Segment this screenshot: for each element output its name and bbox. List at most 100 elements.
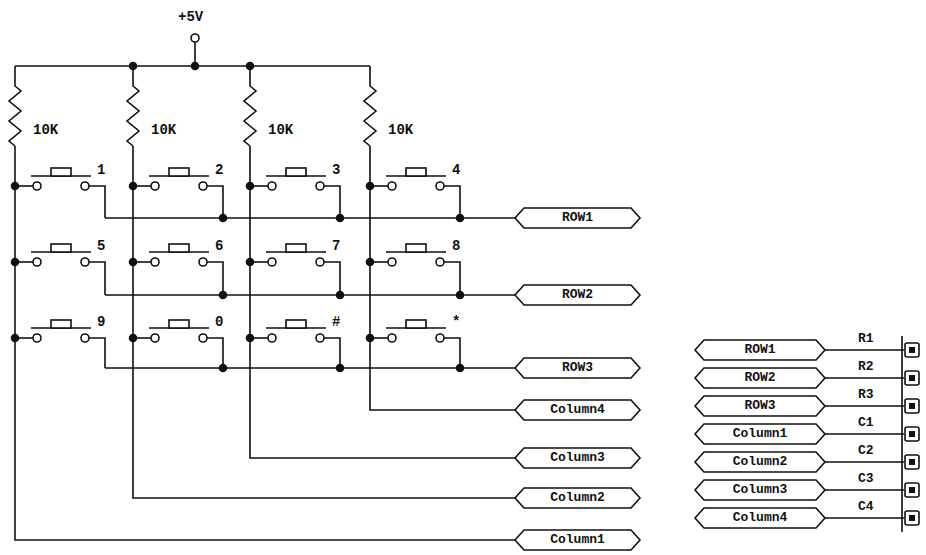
column-wire: [250, 146, 515, 458]
signal-tag: Column3: [515, 448, 640, 468]
button-contact: [151, 258, 159, 266]
signal-tag: ROW1: [695, 340, 825, 360]
row-drop: [89, 338, 105, 368]
header-pin-core: [909, 459, 915, 465]
resistor-value: 10K: [268, 122, 293, 138]
header-pin-core: [909, 487, 915, 493]
header-pin-core: [909, 403, 915, 409]
header-pin: [905, 483, 919, 497]
button-cap: [169, 244, 189, 252]
button-lead: [370, 261, 388, 263]
row-wire: [105, 367, 515, 369]
signal-tag: ROW2: [695, 368, 825, 388]
button-contact: [388, 182, 396, 190]
button-contact: [151, 334, 159, 342]
key-label: 5: [97, 238, 105, 254]
signal-name: ROW3: [515, 358, 640, 378]
key-label: #: [332, 314, 340, 330]
signal-tag: Column3: [695, 480, 825, 500]
signal-name: Column3: [695, 480, 825, 500]
pin-name: C1: [858, 415, 874, 431]
button-cap: [51, 244, 71, 252]
button-cap: [51, 168, 71, 176]
pin-name: R1: [858, 331, 874, 347]
key-label: 2: [215, 162, 223, 178]
button-contact: [33, 334, 41, 342]
button-contact: [316, 182, 324, 190]
signal-tag: ROW3: [515, 358, 640, 378]
header-pin: [905, 399, 919, 413]
button-contact: [199, 182, 207, 190]
signal-name: Column4: [695, 508, 825, 528]
key-label: 1: [97, 162, 105, 178]
button-lead: [250, 185, 268, 187]
button-contact: [199, 258, 207, 266]
button-contact: [81, 334, 89, 342]
header-pin: [905, 455, 919, 469]
signal-name: Column1: [515, 530, 640, 550]
button-contact: [316, 258, 324, 266]
button-lead: [15, 185, 33, 187]
pin-name: R2: [858, 359, 874, 375]
signal-name: Column2: [695, 452, 825, 472]
header-pin: [905, 511, 919, 525]
signal-tag: Column1: [515, 530, 640, 550]
header-pin: [905, 371, 919, 385]
key-label: 9: [97, 314, 105, 330]
key-label: 0: [215, 314, 223, 330]
key-label: 8: [452, 238, 460, 254]
button-lead: [15, 337, 33, 339]
resistor-value: 10K: [388, 122, 413, 138]
signal-name: Column4: [515, 400, 640, 420]
button-contact: [268, 182, 276, 190]
signal-name: Column2: [515, 488, 640, 508]
signal-name: ROW1: [695, 340, 825, 360]
signal-name: ROW2: [695, 368, 825, 388]
button-contact: [199, 334, 207, 342]
button-lead: [15, 261, 33, 263]
button-cap: [406, 244, 426, 252]
column-wire: [15, 146, 515, 540]
signal-name: Column1: [695, 424, 825, 444]
button-contact: [436, 182, 444, 190]
button-contact: [33, 258, 41, 266]
header-pin-core: [909, 375, 915, 381]
resistor-symbol: [364, 66, 376, 146]
signal-name: Column3: [515, 448, 640, 468]
header-pin-core: [909, 431, 915, 437]
pin-name: C4: [858, 499, 874, 515]
button-lead: [370, 185, 388, 187]
row-drop: [444, 262, 460, 295]
resistor-value: 10K: [151, 122, 176, 138]
row-wire: [105, 294, 515, 296]
header-wire: [825, 461, 904, 463]
signal-name: ROW1: [515, 208, 640, 228]
resistor-symbol: [9, 66, 21, 146]
header-pin-core: [909, 347, 915, 353]
header-wire: [825, 377, 904, 379]
row-drop: [207, 338, 223, 368]
header-wire: [825, 433, 904, 435]
signal-tag: ROW3: [695, 396, 825, 416]
signal-tag: ROW2: [515, 285, 640, 305]
button-lead: [133, 261, 151, 263]
button-contact: [151, 182, 159, 190]
button-cap: [286, 168, 306, 176]
header-body: [901, 336, 903, 532]
button-cap: [406, 168, 426, 176]
row-drop: [444, 186, 460, 218]
button-contact: [436, 258, 444, 266]
button-contact: [268, 258, 276, 266]
row-drop: [89, 186, 105, 218]
header-wire: [825, 489, 904, 491]
button-contact: [33, 182, 41, 190]
header-pin-core: [909, 515, 915, 521]
signal-tag: Column1: [695, 424, 825, 444]
header-wire: [825, 517, 904, 519]
button-lead: [133, 185, 151, 187]
row-drop: [324, 186, 340, 218]
resistor-symbol: [244, 66, 256, 146]
button-cap: [169, 168, 189, 176]
button-lead: [370, 337, 388, 339]
